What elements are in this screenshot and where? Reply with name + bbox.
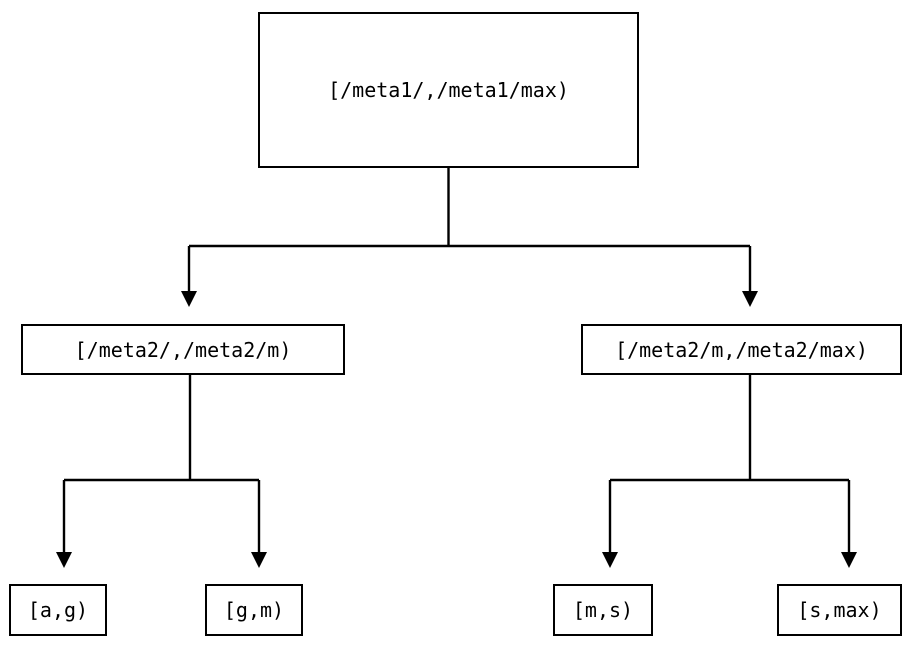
node-root[interactable]: [/meta1/,/meta1/max) (258, 12, 639, 168)
node-leaf-2-label: [g,m) (223, 598, 285, 622)
node-leaf-1-label: [a,g) (27, 598, 89, 622)
arrowhead-mid-left (181, 291, 197, 307)
arrowhead-leaf-2 (251, 552, 267, 568)
node-mid-left-label: [/meta2/,/meta2/m) (74, 337, 292, 362)
node-mid-right[interactable]: [/meta2/m,/meta2/max) (581, 324, 902, 375)
node-leaf-2[interactable]: [g,m) (205, 584, 303, 636)
node-leaf-4-label: [s,max) (797, 598, 882, 622)
arrowhead-leaf-1 (56, 552, 72, 568)
arrowhead-leaf-3 (602, 552, 618, 568)
node-root-label: [/meta1/,/meta1/max) (328, 78, 569, 102)
arrowhead-leaf-4 (841, 552, 857, 568)
node-leaf-3[interactable]: [m,s) (553, 584, 653, 636)
node-leaf-1[interactable]: [a,g) (9, 584, 107, 636)
arrowhead-mid-right (742, 291, 758, 307)
node-leaf-3-label: [m,s) (572, 598, 634, 622)
node-mid-right-label: [/meta2/m,/meta2/max) (615, 337, 868, 362)
node-leaf-4[interactable]: [s,max) (777, 584, 902, 636)
node-mid-left[interactable]: [/meta2/,/meta2/m) (21, 324, 345, 375)
